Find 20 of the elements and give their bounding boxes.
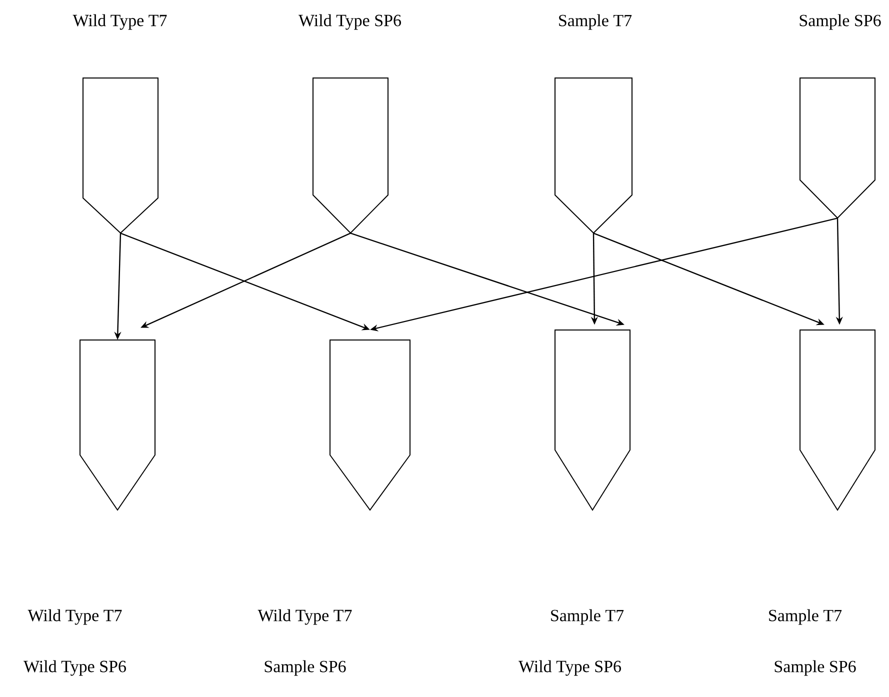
label: Wild Type T7 bbox=[258, 609, 352, 625]
pentagon-arrow-box bbox=[330, 340, 410, 511]
node-label: Wild Type SP6 bbox=[298, 14, 401, 30]
node-label: Wild Type T7 bbox=[72, 14, 167, 30]
label: Wild Type SP6 bbox=[24, 660, 126, 676]
pentagon-arrow-box bbox=[554, 330, 630, 511]
pentagon-arrow-box: Sample SP6 bbox=[800, 14, 881, 219]
label: Sample T7 bbox=[769, 609, 842, 625]
label: Sample SP6 bbox=[774, 660, 856, 676]
label: Wild Type T7 bbox=[28, 609, 122, 625]
pentagon-arrow-box: Sample T7 bbox=[554, 14, 632, 234]
node-label: Sample T7 bbox=[559, 14, 632, 30]
pentagon-arrow-box: Wild Type SP6 bbox=[298, 14, 401, 234]
pentagon-arrow-box: Wild Type T7 bbox=[72, 14, 167, 234]
pentagon-arrow-box bbox=[80, 340, 156, 511]
node-label: Sample SP6 bbox=[800, 14, 881, 30]
label: Sample T7 bbox=[551, 609, 624, 625]
label: Wild Type SP6 bbox=[518, 660, 621, 676]
pentagon-arrow-box bbox=[800, 330, 876, 511]
label: Sample SP6 bbox=[264, 660, 346, 676]
